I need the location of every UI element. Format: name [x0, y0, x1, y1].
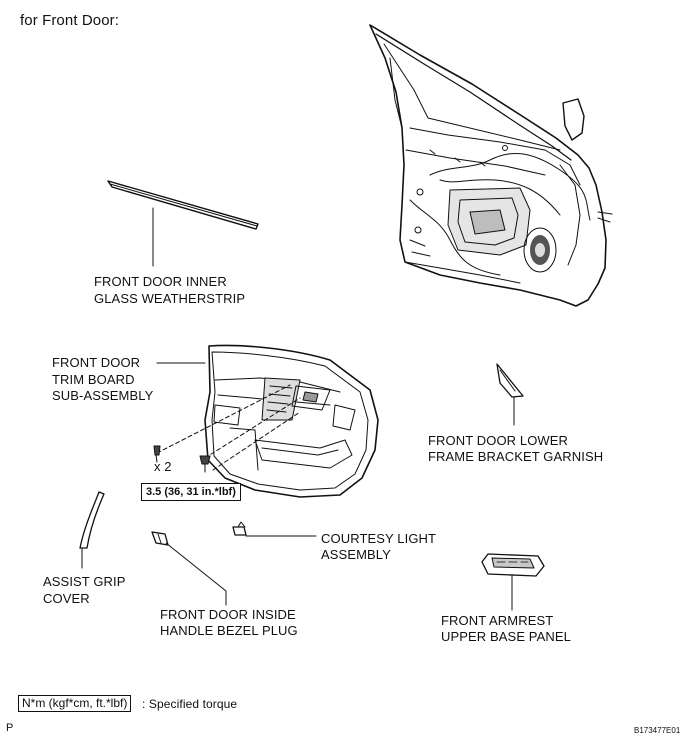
handle-bezel-plug-drawing [151, 531, 227, 606]
clip-quantity: x 2 [154, 459, 172, 474]
page-heading: for Front Door: [20, 12, 120, 29]
label-inner-weatherstrip-line1: FRONT DOOR INNER [94, 274, 227, 289]
label-courtesy-light-line2: ASSEMBLY [321, 547, 391, 562]
label-armrest-panel-line2: UPPER BASE PANEL [441, 629, 571, 644]
label-assist-grip-line2: COVER [43, 591, 90, 606]
inner-weatherstrip-drawing [107, 180, 259, 267]
door-panel-drawing [369, 24, 613, 307]
label-lower-bracket-garnish-line2: FRAME BRACKET GARNISH [428, 449, 604, 464]
lower-bracket-garnish-drawing [496, 363, 524, 426]
courtesy-light-drawing [232, 521, 317, 537]
label-trim-board-line2: TRIM BOARD [52, 372, 135, 387]
armrest-panel-drawing [481, 553, 545, 611]
label-assist-grip-line1: ASSIST GRIP [43, 574, 126, 589]
label-trim-board-line1: FRONT DOOR [52, 355, 141, 370]
label-armrest-panel-line1: FRONT ARMREST [441, 613, 554, 628]
torque-spec-box: 3.5 (36, 31 in.*lbf) [141, 483, 241, 501]
legend-torque-box: N*m (kgf*cm, ft.*lbf) [18, 695, 132, 712]
figure-code: B173477E01 [634, 726, 681, 735]
trim-board-drawing [153, 344, 379, 498]
label-handle-bezel-plug-line2: HANDLE BEZEL PLUG [160, 623, 298, 638]
legend-description: : Specified torque [142, 697, 238, 711]
label-trim-board-line3: SUB-ASSEMBLY [52, 388, 154, 403]
label-courtesy-light-line1: COURTESY LIGHT [321, 531, 437, 546]
label-handle-bezel-plug-line1: FRONT DOOR INSIDE [160, 607, 296, 622]
label-inner-weatherstrip-line2: GLASS WEATHERSTRIP [94, 291, 246, 306]
assist-grip-cover-drawing [79, 491, 105, 569]
corner-letter: P [6, 722, 14, 734]
label-lower-bracket-garnish-line1: FRONT DOOR LOWER [428, 433, 569, 448]
